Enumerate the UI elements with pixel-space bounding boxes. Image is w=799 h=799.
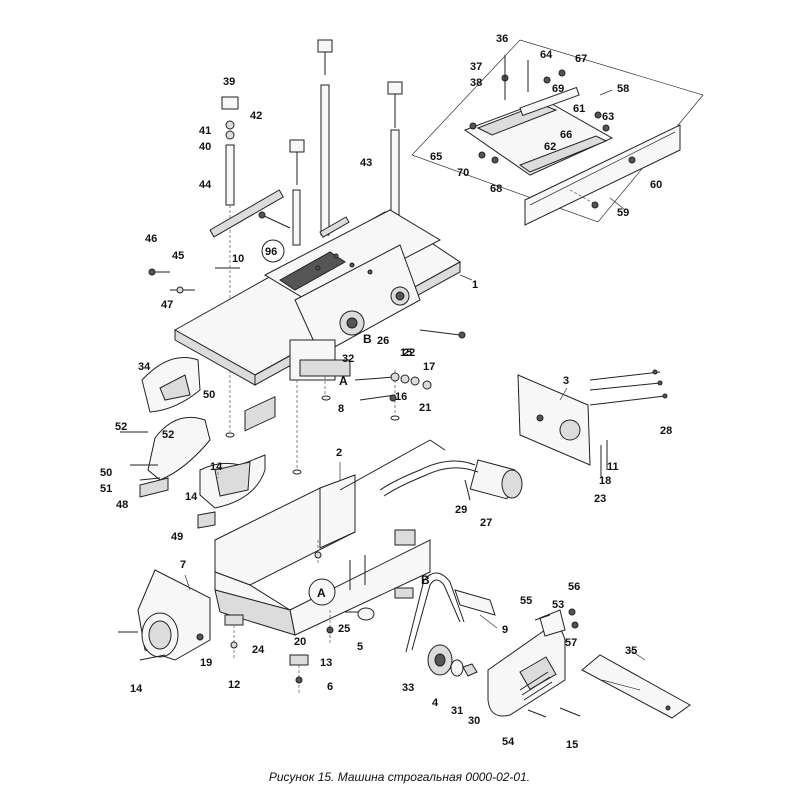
- table-fasteners: [148, 211, 466, 402]
- callout-64: 64: [540, 49, 553, 61]
- callout-29: 29: [455, 504, 467, 516]
- callout-19: 19: [200, 657, 212, 669]
- callout-22: 22: [403, 347, 415, 359]
- callout-61: 61: [573, 103, 585, 115]
- callout-65: 65: [430, 151, 442, 163]
- callout-7: 7: [180, 559, 186, 571]
- machine-base: [214, 396, 446, 640]
- motor-assembly: [379, 369, 668, 501]
- callout-50b: 50: [100, 467, 112, 479]
- blade-guards: [120, 357, 266, 529]
- callout-39: 39: [223, 76, 235, 88]
- callout-14b: 14: [130, 683, 143, 695]
- callout-26: 26: [377, 335, 389, 347]
- marker-b-table: B: [363, 332, 372, 346]
- exploded-parts-diagram: 1 2 3 4 5 6 7 8 9 10 11 12 13 14 14 14 1…: [100, 33, 704, 751]
- callout-11: 11: [607, 461, 619, 473]
- leader-lines: [184, 89, 646, 661]
- callout-15a: 15: [566, 739, 578, 751]
- callout-labels: 1 2 3 4 5 6 7 8 9 10 11 12 13 14 14 14 1…: [100, 33, 672, 751]
- callout-54: 54: [502, 736, 515, 748]
- callout-15b: 15: [400, 347, 412, 359]
- callout-6: 6: [327, 681, 333, 693]
- vertical-posts: [221, 39, 403, 300]
- callout-52b: 52: [162, 429, 174, 441]
- callout-36: 36: [496, 33, 508, 45]
- callout-46: 46: [145, 233, 157, 245]
- marker-a-base: A: [317, 586, 326, 600]
- callout-31: 31: [451, 705, 463, 717]
- callout-8: 8: [338, 403, 344, 415]
- callout-17: 17: [423, 361, 435, 373]
- marker-a-table: A: [339, 374, 348, 388]
- callout-52a: 52: [115, 421, 127, 433]
- callout-34: 34: [138, 361, 151, 373]
- callout-60: 60: [650, 179, 662, 191]
- callout-9: 9: [502, 624, 508, 636]
- callout-30: 30: [468, 715, 480, 727]
- fence-assembly: [411, 39, 704, 226]
- callout-13: 13: [320, 657, 332, 669]
- callout-59: 59: [617, 207, 629, 219]
- callout-16: 16: [395, 391, 407, 403]
- callout-51: 51: [100, 483, 112, 495]
- callout-63: 63: [602, 111, 614, 123]
- callout-49: 49: [171, 531, 183, 543]
- callout-20: 20: [294, 636, 306, 648]
- callout-28: 28: [660, 425, 672, 437]
- callout-66: 66: [560, 129, 572, 141]
- callout-67: 67: [575, 53, 587, 65]
- callout-55: 55: [520, 595, 532, 607]
- callout-12: 12: [228, 679, 240, 691]
- callout-21: 21: [419, 402, 431, 414]
- callout-4: 4: [432, 697, 439, 709]
- callout-40: 40: [199, 141, 211, 153]
- callout-25: 25: [338, 623, 350, 635]
- callout-23: 23: [594, 493, 606, 505]
- section-markers: A A B B: [317, 332, 430, 600]
- callout-53: 53: [552, 599, 564, 611]
- callout-32: 32: [342, 353, 354, 365]
- callout-48: 48: [116, 499, 128, 511]
- callout-1: 1: [472, 279, 478, 291]
- callout-57: 57: [565, 637, 577, 649]
- callout-50a: 50: [203, 389, 215, 401]
- callout-35: 35: [625, 645, 637, 657]
- figure-caption: Рисунок 15. Машина строгальная 0000-02-0…: [268, 770, 531, 784]
- callout-2: 2: [336, 447, 342, 459]
- callout-33: 33: [402, 682, 414, 694]
- callout-5: 5: [357, 641, 363, 653]
- callout-45: 45: [172, 250, 184, 262]
- callout-68: 68: [490, 183, 502, 195]
- callout-41: 41: [199, 125, 211, 137]
- marker-b-base: B: [421, 573, 430, 587]
- belt-cover: [487, 608, 581, 718]
- base-feet: [224, 587, 414, 695]
- callout-47: 47: [161, 299, 173, 311]
- callout-14a: 14: [185, 491, 198, 503]
- callout-70: 70: [457, 167, 469, 179]
- callout-18: 18: [599, 475, 611, 487]
- callout-27: 27: [480, 517, 492, 529]
- callout-43: 43: [360, 157, 372, 169]
- callout-44: 44: [199, 179, 212, 191]
- callout-58: 58: [617, 83, 629, 95]
- dust-chute: [118, 569, 211, 661]
- callout-96-circle: [261, 239, 285, 263]
- callout-24: 24: [252, 644, 265, 656]
- callout-37: 37: [470, 61, 482, 73]
- callout-3: 3: [563, 375, 569, 387]
- callout-96: 96: [265, 246, 277, 258]
- blade-strip: [581, 654, 691, 719]
- callout-69: 69: [552, 83, 564, 95]
- callout-10: 10: [232, 253, 244, 265]
- callout-62: 62: [544, 141, 556, 153]
- callout-42: 42: [250, 110, 262, 122]
- callout-14c: 14: [210, 461, 223, 473]
- belt-drive: [357, 572, 496, 677]
- callout-38: 38: [470, 77, 482, 89]
- planer-table: [173, 189, 461, 475]
- callout-56: 56: [568, 581, 580, 593]
